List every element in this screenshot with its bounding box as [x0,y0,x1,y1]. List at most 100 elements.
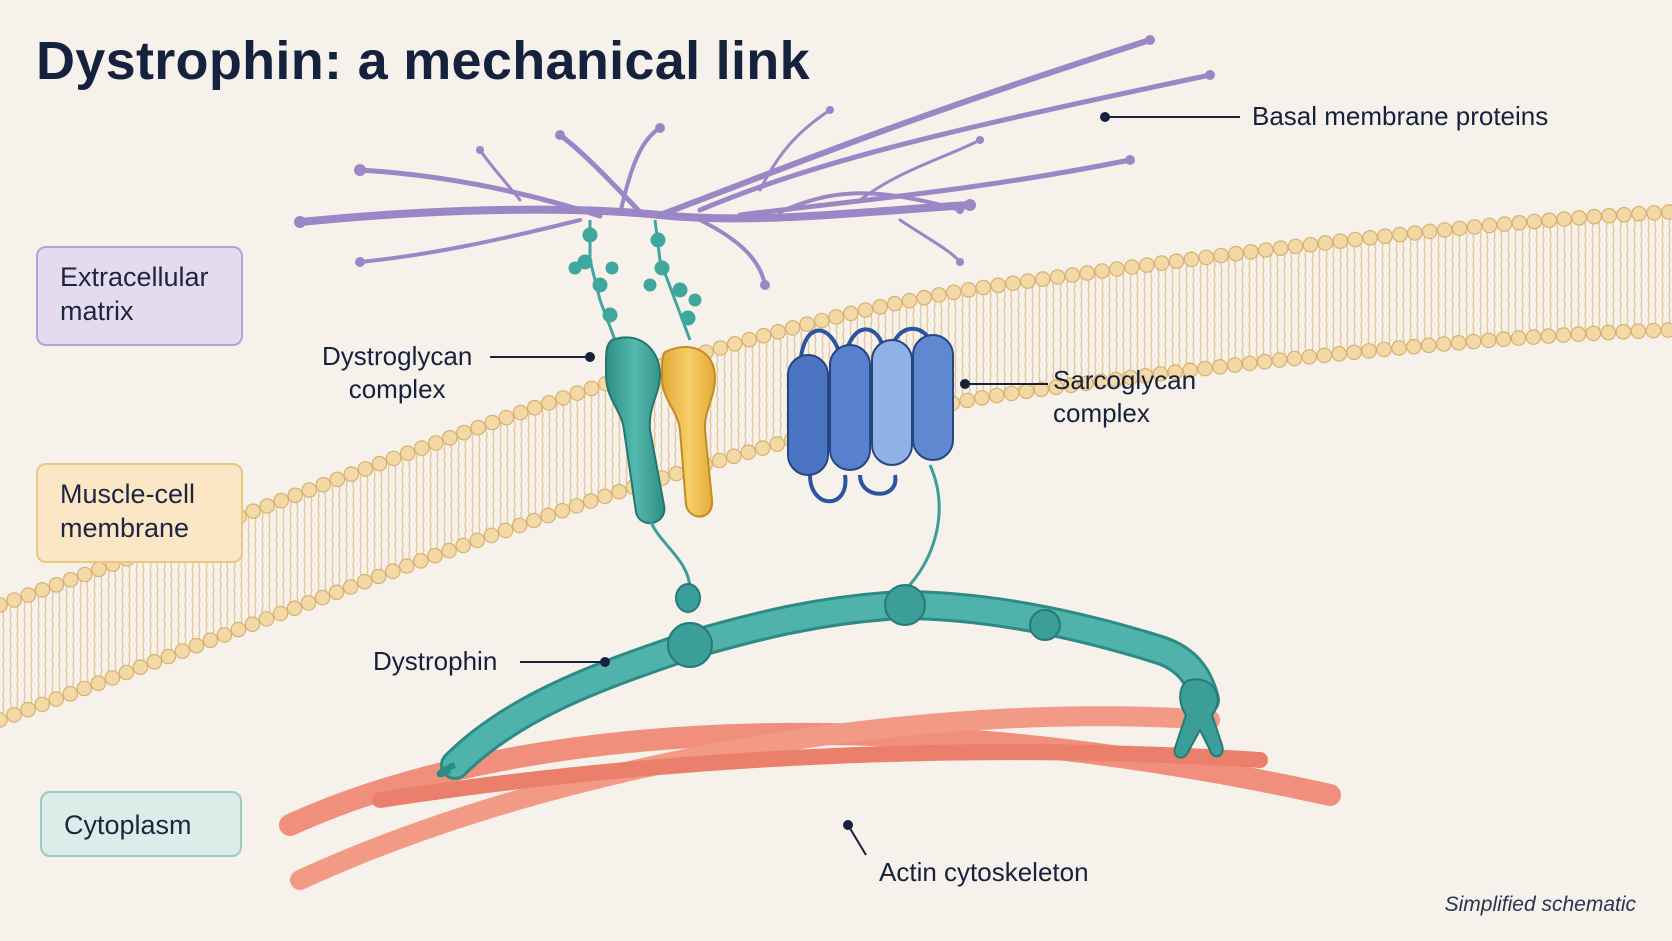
lipid-head [886,295,903,312]
lipid-head [597,488,613,505]
lipid-head [512,404,529,421]
lipid-head [244,616,261,632]
actin-filament-3 [372,744,1268,808]
lipid-head [1541,212,1557,228]
lipid-head [286,600,303,616]
region-label-line-1: Extracellular [60,262,209,292]
lipid-head [300,595,317,611]
lipid-head [118,664,135,681]
lipid-head [555,390,571,406]
lipid-head [554,502,571,519]
lipid-head [1661,204,1672,220]
lipid-head [1048,379,1064,396]
region-cytoplasm: Cytoplasm [40,791,242,857]
lipid-head [1109,261,1125,277]
lipid-head [384,563,401,579]
lipid-head [1124,259,1140,275]
lipid-head [1286,350,1303,367]
label-actin-cytoskeleton: Actin cytoskeleton [879,857,1089,887]
lipid-head [1616,206,1632,223]
lipid-head [1422,223,1438,240]
lipid-head [1167,364,1183,380]
label-line-2: complex [1053,398,1150,428]
lipid-head [413,553,429,569]
sarcoglycan-subunit-3 [871,339,913,466]
lipid-head [1631,205,1647,222]
lipid-head [1064,267,1081,283]
lipid-head [245,503,261,519]
lipid-head [301,482,318,498]
lipid-head [1646,205,1662,221]
lipid-head [1005,275,1021,291]
label-line-1: Dystroglycan [322,341,473,371]
lipid-head [48,691,64,707]
lipid-head [34,696,50,713]
lipid-head [441,542,457,559]
lipid-head [1197,360,1213,377]
lipid-head [1107,371,1124,388]
lipid-head [1302,236,1319,253]
lipid-head [611,483,627,500]
lipid-head [541,394,557,411]
lipid-head [1451,220,1468,237]
lipid-head [91,561,107,578]
lipid-head [1630,323,1647,339]
region-label-line-1: Muscle-cell [60,479,196,509]
lipid-head [1586,208,1602,225]
lipid-head [1287,238,1304,255]
lipid-head [1003,385,1020,402]
lipid-head [398,558,415,574]
lipid-head [0,597,8,613]
lipid-head [1228,245,1244,262]
lower-lipid-heads [0,322,1672,728]
lipid-head [813,312,830,329]
lipid-head [842,305,859,322]
lipid-head [1332,233,1349,249]
lipid-head [20,701,36,718]
lipid-head [230,621,247,638]
lipid-head [1213,247,1229,264]
lipid-head [258,611,275,627]
lipid-head [1122,369,1139,386]
lipid-head [1391,340,1407,356]
lipid-head [568,498,585,514]
lipid-head [1376,341,1392,358]
lipid-head [90,675,107,691]
lipid-bilayer [0,204,1672,728]
lipid-head [1347,231,1363,248]
lipid-head [726,335,743,352]
lipid-head [483,527,500,544]
lipid-head [356,573,373,590]
lipid-head [916,289,932,306]
lipid-head [1362,230,1378,246]
lipid-head [1436,222,1453,238]
lipid-head [712,340,729,356]
lipid-head [1511,215,1528,231]
lipid-head [34,582,51,598]
lipid-head [1198,249,1215,266]
lipid-head [370,568,387,585]
lipid-head [1078,375,1094,392]
glycan-chains [568,219,702,341]
sarcoglycan-subunit-2 [829,344,871,471]
lipid-head [1094,263,1110,279]
lipid-head [1615,323,1632,340]
lipid-head [1139,257,1155,273]
lipid-head [960,281,977,298]
lipid-head [1258,242,1274,258]
lipid-head [62,571,79,588]
lipid-head [357,461,374,477]
lipid-head [1079,265,1096,281]
lipid-head [1435,336,1452,352]
lipid-head [1510,330,1527,346]
lipid-head [104,670,121,686]
lipid-head [314,589,331,606]
lipid-head [1317,235,1334,251]
region-label-line-2: matrix [60,296,134,326]
lipid-head [583,380,600,397]
lipid-head [484,414,501,431]
lipid-head [988,387,1005,404]
lipid-head [174,643,191,659]
beta-dystroglycan [660,346,717,518]
lipid-head [343,466,360,482]
